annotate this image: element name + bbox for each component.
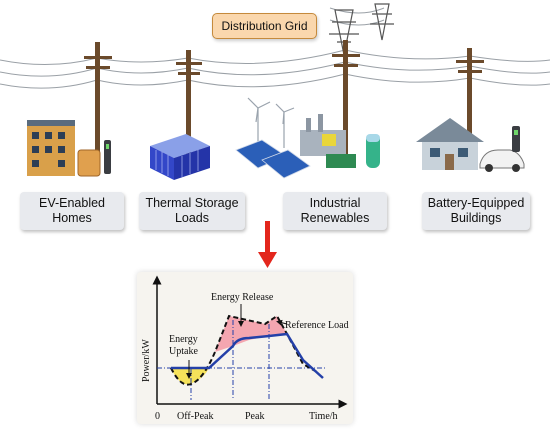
category-label-ev-homes: EV-Enabled Homes [20, 192, 124, 230]
category-label-industrial-renewables: Industrial Renewables [283, 192, 387, 230]
reference-arrow [276, 319, 288, 326]
industrial-renewables-icon [235, 97, 380, 179]
tick-label-peak: Peak [245, 411, 264, 422]
category-label-thermal-storage: Thermal Storage Loads [139, 192, 245, 230]
transmission-tower-icon [329, 3, 394, 56]
regulated-load-line [171, 332, 324, 379]
origin-label: 0 [155, 411, 160, 422]
energy-release-label: Energy Release [211, 292, 274, 303]
load-profile-svg: Power/kW Time/h 0 Off-Peak Peak Energy R… [141, 275, 349, 422]
ev-home-icon [27, 120, 111, 177]
energy-uptake-label-1: Energy [169, 334, 198, 345]
y-axis-label: Power/kW [141, 339, 152, 382]
reference-load-label: Reference Load [285, 320, 349, 331]
load-profile-chart: Power/kW Time/h 0 Off-Peak Peak Energy R… [137, 272, 353, 424]
category-label-battery-buildings: Battery-Equipped Buildings [422, 192, 530, 230]
battery-building-icon [416, 118, 525, 172]
utility-pole-icon [84, 40, 484, 172]
energy-uptake-label-2: Uptake [169, 346, 198, 357]
tick-label-offpeak: Off-Peak [177, 411, 213, 422]
down-arrow-icon [258, 221, 277, 268]
x-axis-label: Time/h [309, 411, 338, 422]
distribution-grid-title: Distribution Grid [212, 13, 317, 39]
thermal-storage-icon [150, 134, 210, 180]
